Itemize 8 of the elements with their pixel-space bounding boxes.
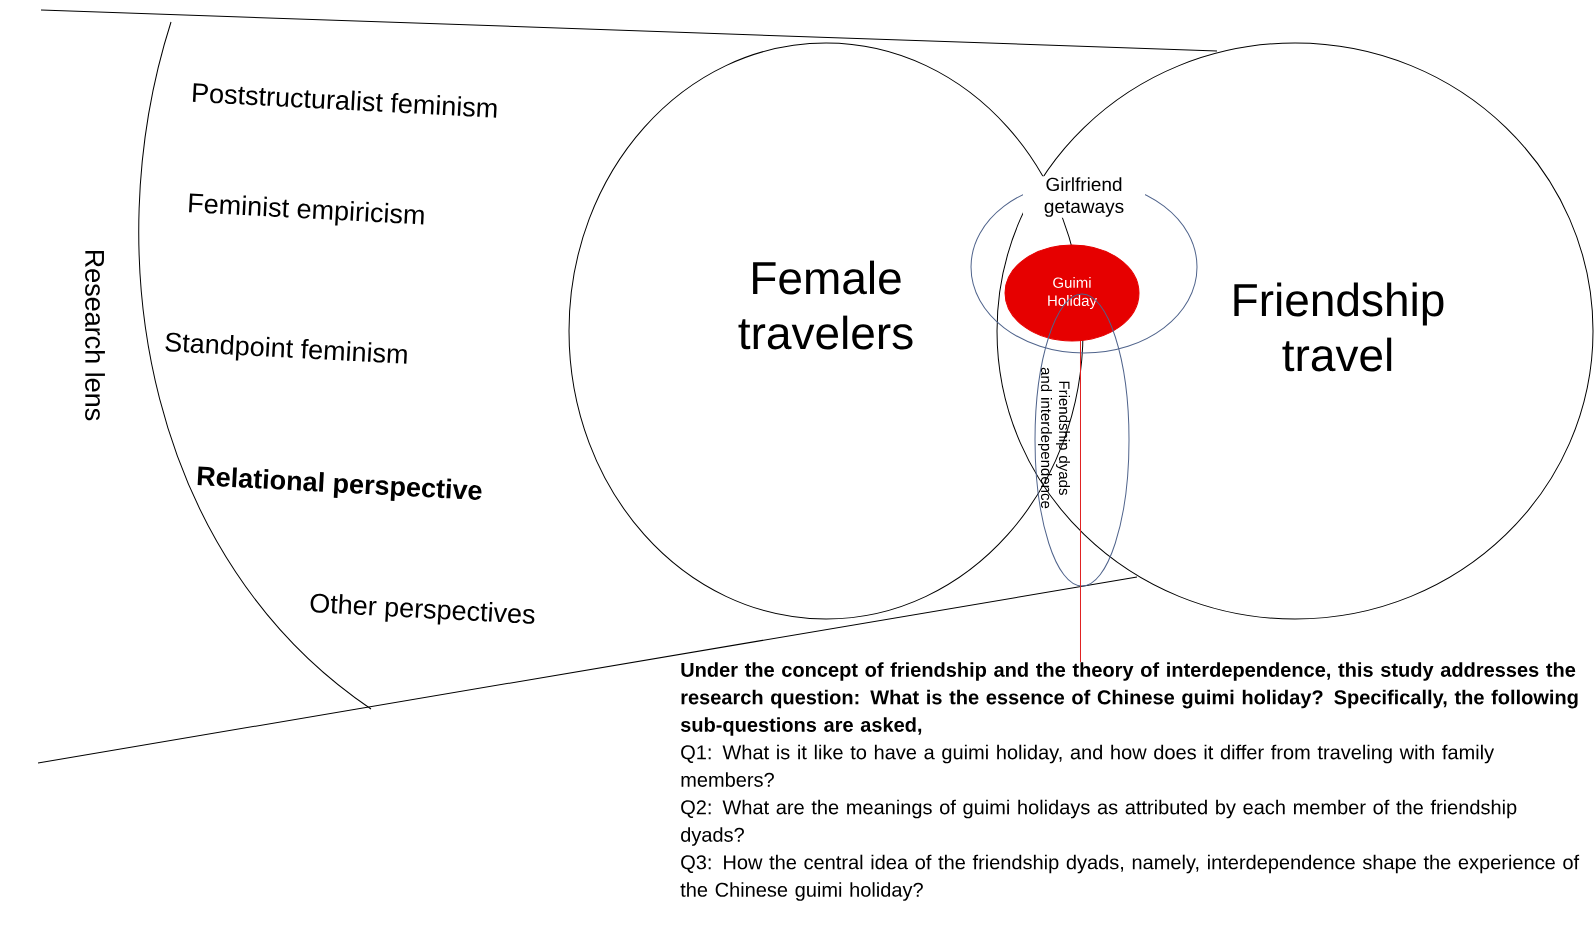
lens-item: Standpoint feminism bbox=[165, 332, 407, 364]
lens-item: Other perspectives bbox=[310, 593, 535, 625]
leader-line bbox=[1080, 340, 1081, 663]
lens-item: Poststructuralist feminism bbox=[192, 83, 497, 118]
question-text: Under the concept of friendship and the theory of interdependence, this study addresses the research question: What is the essence of Chinese guimi holiday? Specifically, the following sub-questions are asked, Q1: What is it like to have a guimi holiday, and how does it differ from traveling with family members? Q2: What are the meanings of guimi holidays as attributed by each member of the friendship dyads? Q3: How the central idea of the friendship dyads, namely, interdependence shape the experience of the Chinese guimi holiday? bbox=[680, 662, 1580, 901]
lens-title: Research lens bbox=[85, 250, 105, 421]
lens-item: Feminist empiricism bbox=[189, 193, 424, 226]
lens-item: Relational perspective bbox=[197, 466, 482, 502]
